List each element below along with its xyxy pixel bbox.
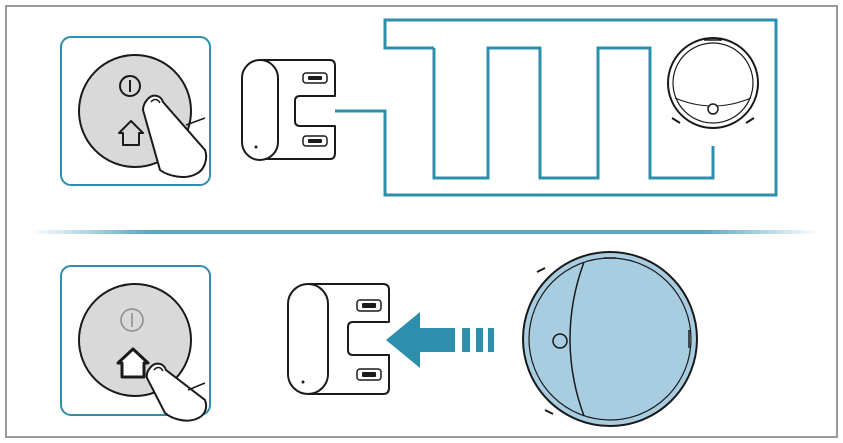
cleaning-area-border	[335, 18, 778, 197]
step-1	[60, 18, 778, 197]
home-button-panel	[60, 265, 211, 422]
section-divider	[30, 230, 820, 234]
zigzag-path	[432, 46, 715, 180]
home-icon	[116, 347, 150, 379]
home-icon	[118, 120, 144, 146]
finger-icon	[145, 362, 208, 422]
robot-vacuum-icon	[667, 37, 759, 129]
finger-icon	[141, 94, 208, 178]
arrow-left-icon	[386, 312, 494, 368]
power-button-panel	[60, 36, 211, 186]
power-icon	[119, 75, 141, 97]
step-2	[60, 251, 698, 427]
charging-dock-icon	[241, 59, 336, 161]
charging-dock-icon	[287, 283, 390, 395]
robot-vacuum-icon	[522, 251, 698, 427]
power-icon	[120, 308, 144, 332]
